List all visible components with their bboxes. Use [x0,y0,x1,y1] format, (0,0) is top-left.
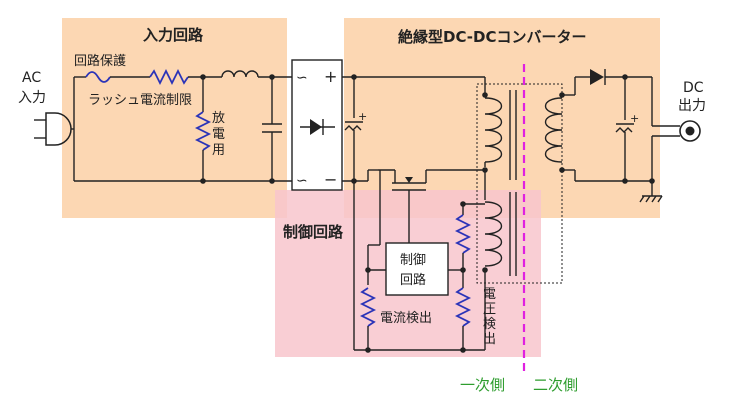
dcdc-converter-block [344,18,660,218]
voltage-detect-label-3: 検 [483,317,496,332]
secondary-winding-icon [544,97,563,163]
control-circuit-title: 制御回路 [283,223,344,241]
transformer-core-box [476,83,563,284]
control-ic [385,242,449,296]
voltage-sense-resistor-bottom-icon [454,287,472,327]
mosfet-switch-icon [378,169,440,245]
input-circuit-block [62,18,287,218]
ground-icon [639,181,663,203]
current-sense-resistor-icon [359,287,377,327]
dc-output-label-1: DC [683,80,704,96]
rectifier-plus: + [324,67,337,86]
ac-input-label-1: AC [22,70,41,86]
discharge-resistor-icon [194,111,212,151]
current-detect-label: 電流検出 [380,311,432,326]
discharge-label-2: 電 [212,127,225,142]
rectifier-ac-bottom: ∽ [296,173,308,189]
discharge-label-3: 用 [212,143,225,158]
discharge-label-1: 放 [212,111,225,126]
input-inductor-icon [221,70,259,78]
rectifier-minus: − [324,170,337,189]
primary-side-label: 一次側 [460,376,505,394]
inrush-limit-label: ラッシュ電流制限 [88,93,192,108]
fuse-icon [85,71,111,83]
rectifier-diode-icon [300,119,335,135]
voltage-sense-resistor-top-icon [454,214,472,254]
voltage-detect-label-2: 圧 [483,302,496,317]
voltage-detect-label-4: 出 [483,332,496,347]
inrush-resistor-icon [149,68,189,86]
dc-output-jack-icon [679,120,701,142]
secondary-side-label: 二次側 [533,376,578,394]
dc-output-label-2: 出力 [678,98,706,114]
output-cap-plus: + [630,112,639,125]
ac-plug-icon [34,112,74,146]
voltage-detect-label-1: 電 [483,287,496,302]
auxiliary-winding-icon [484,201,503,267]
circuit-protection-label: 回路保護 [74,53,126,69]
primary-winding-icon [484,97,503,163]
input-circuit-title: 入力回路 [143,26,204,44]
ac-input-label-2: 入力 [18,90,46,106]
control-ic-label-2: 回路 [400,272,426,288]
control-ic-label-1: 制御 [400,253,426,268]
bulk-cap-plus: + [358,110,367,123]
rectifier-ac-top: ∽ [296,70,308,86]
dcdc-converter-title: 絶縁型DC-DCコンバーター [398,28,587,46]
